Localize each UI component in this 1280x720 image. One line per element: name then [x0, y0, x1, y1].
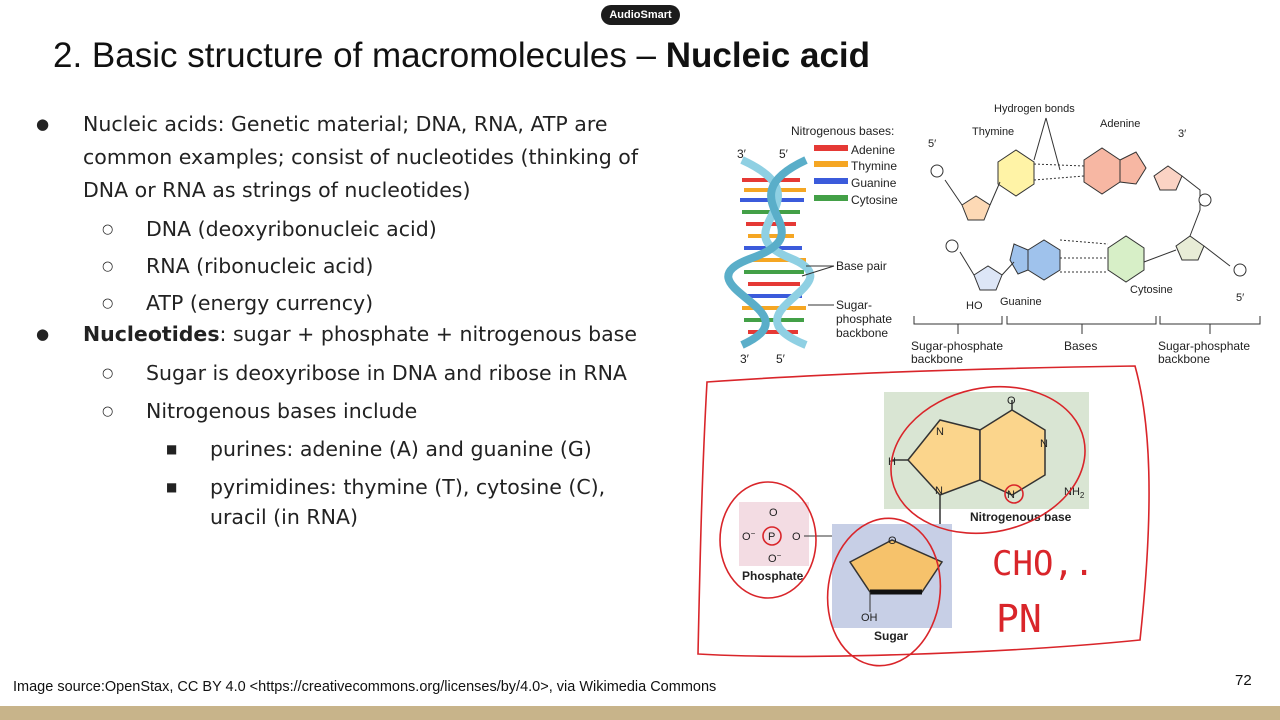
- slide-title: 2. Basic structure of macromolecules – N…: [53, 36, 871, 75]
- sub-bullet-marker: ○: [102, 404, 114, 419]
- bracket-mid-label: Bases: [1064, 339, 1097, 353]
- page-number: 72: [1235, 672, 1252, 689]
- subsub-bullet-pyrimidines-line-1: pyrimidines: thymine (T), cytosine (C),: [210, 475, 606, 499]
- image-source-credit: Image source:OpenStax, CC BY 4.0 <https:…: [13, 679, 717, 695]
- backbone-label-2: phosphate: [836, 312, 892, 326]
- hydrogen-bonds-label: Hydrogen bonds: [994, 103, 1075, 115]
- thymine-label: Thymine: [972, 126, 1014, 138]
- cytosine-label: Cytosine: [1130, 284, 1173, 296]
- bracket-right-label-1: Sugar-phosphate: [1158, 339, 1250, 353]
- svg-text:N: N: [936, 426, 944, 438]
- phosphate-label: Phosphate: [742, 569, 804, 583]
- sub-bullet-rna: RNA (ribonucleic acid): [146, 254, 374, 278]
- helix-3prime-top: 3′: [737, 147, 747, 161]
- legend-swatch-adenine: [814, 145, 848, 151]
- handwriting-cho: CHO,.: [992, 544, 1094, 584]
- handwriting-pn: PN: [996, 597, 1042, 641]
- bullet-marker: ●: [36, 115, 50, 133]
- nitrogenous-base-label: Nitrogenous base: [970, 510, 1072, 524]
- svg-text:O: O: [1007, 395, 1016, 407]
- subsub-bullet-marker: ■: [166, 480, 178, 494]
- bracket-left-label-2: backbone: [911, 352, 963, 366]
- svg-text:N: N: [1040, 438, 1048, 450]
- bullet-1-line-3: DNA or RNA as strings of nucleotides): [83, 178, 471, 202]
- svg-text:N: N: [1007, 489, 1015, 501]
- legend-swatch-guanine: [814, 178, 848, 184]
- legend-thymine: Thymine: [851, 159, 897, 173]
- sub-bullet-marker: ○: [102, 222, 114, 237]
- legend-title: Nitrogenous bases:: [791, 124, 894, 138]
- legend-cytosine: Cytosine: [851, 193, 898, 207]
- sub-bullet-bases: Nitrogenous bases include: [146, 399, 418, 423]
- svg-text:P: P: [768, 531, 775, 543]
- svg-text:O: O: [888, 535, 897, 547]
- sub-bullet-atp: ATP (energy currency): [146, 291, 374, 315]
- nucleotide-diagram: O N H N NH2 N N O− P O O− O CH2 O OH: [739, 392, 1089, 628]
- legend-guanine: Guanine: [851, 176, 897, 190]
- base-pair-label: Base pair: [836, 259, 887, 273]
- backbone-label-1: Sugar-: [836, 298, 872, 312]
- bullet-1-line-2: common examples; consist of nucleotides …: [83, 145, 639, 169]
- five-prime-bottom: 5′: [1236, 292, 1244, 304]
- sub-bullet-marker: ○: [102, 259, 114, 274]
- subsub-bullet-purines: purines: adenine (A) and guanine (G): [210, 437, 592, 461]
- backbone-label-3: backbone: [836, 326, 888, 340]
- legend: Adenine Thymine Guanine Cytosine: [814, 143, 898, 207]
- svg-text:O: O: [769, 507, 778, 519]
- subsub-bullet-marker: ■: [166, 442, 178, 456]
- bullet-2: Nucleotides: sugar + phosphate + nitroge…: [83, 322, 637, 346]
- helix-5prime-bottom: 5′: [776, 352, 786, 366]
- bracket-right-label-2: backbone: [1158, 352, 1210, 366]
- three-prime-oh: HO: [966, 300, 983, 312]
- bracket-left-label-1: Sugar-phosphate: [911, 339, 1003, 353]
- double-helix: [724, 156, 815, 349]
- base-pair-structures: [930, 117, 1247, 291]
- subsub-bullet-pyrimidines-line-2: uracil (in RNA): [210, 505, 358, 529]
- footer-bar: [0, 706, 1280, 720]
- sub-bullet-sugar: Sugar is deoxyribose in DNA and ribose i…: [146, 361, 627, 385]
- helix-5prime-top: 5′: [779, 147, 789, 161]
- svg-text:OH: OH: [861, 612, 878, 624]
- legend-swatch-cytosine: [814, 195, 848, 201]
- svg-text:O: O: [792, 531, 801, 543]
- svg-text:N: N: [935, 485, 943, 497]
- bullet-1-line-1: Nucleic acids: Genetic material; DNA, RN…: [83, 112, 608, 136]
- red-ink-annotations: [697, 365, 1150, 667]
- legend-adenine: Adenine: [851, 143, 895, 157]
- sub-bullet-marker: ○: [102, 296, 114, 311]
- svg-text:NH2: NH2: [1064, 486, 1085, 500]
- adenine-label: Adenine: [1100, 118, 1140, 130]
- sub-bullet-marker: ○: [102, 366, 114, 381]
- legend-swatch-thymine: [814, 161, 848, 167]
- five-prime-top: 5′: [928, 138, 936, 150]
- guanine-label: Guanine: [1000, 296, 1042, 308]
- sugar-label: Sugar: [874, 629, 908, 643]
- sub-bullet-dna: DNA (deoxyribonucleic acid): [146, 217, 437, 241]
- audiosmart-badge: AudioSmart: [601, 5, 680, 25]
- helix-3prime-bottom: 3′: [740, 352, 750, 366]
- bullet-marker: ●: [36, 325, 50, 343]
- three-prime-top: 3′: [1178, 128, 1186, 140]
- region-brackets: [913, 316, 1261, 334]
- phosphate-box: [739, 502, 809, 566]
- bullet-list: ● Nucleic acids: Genetic material; DNA, …: [0, 0, 700, 560]
